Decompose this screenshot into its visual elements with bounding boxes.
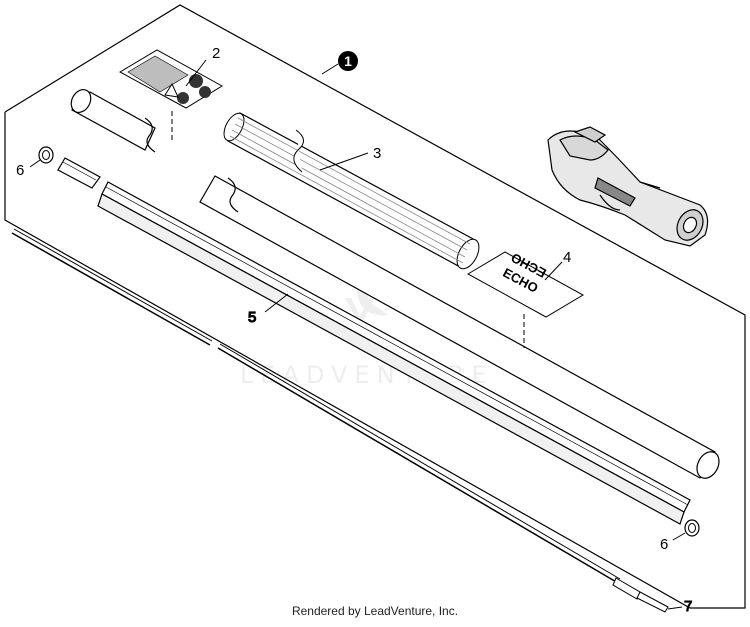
callout-3: 3 — [373, 145, 381, 162]
callout-6-left: 6 — [16, 162, 24, 179]
assembly-callout-number: 1 — [344, 53, 352, 69]
assembly-callout: 1 — [321, 51, 358, 75]
grip: 3 — [223, 112, 480, 270]
warning-label: 2 — [118, 45, 223, 142]
callout-7: 7 — [684, 598, 692, 615]
callout-5: 5 — [248, 309, 256, 326]
drive-shaft: 7 — [11, 228, 693, 616]
callout-6-right: 6 — [660, 536, 668, 553]
washer-right: 6 — [660, 519, 700, 553]
trimmer-handle — [547, 126, 709, 247]
washer-left: 6 — [16, 146, 54, 179]
inner-shaft: 5 — [57, 157, 691, 525]
callout-2: 2 — [212, 45, 220, 62]
callout-4: 4 — [563, 249, 571, 266]
outer-tube — [70, 88, 720, 479]
assembly-box — [4, 4, 746, 609]
footer-credit: Rendered by LeadVenture, Inc. — [291, 604, 459, 618]
